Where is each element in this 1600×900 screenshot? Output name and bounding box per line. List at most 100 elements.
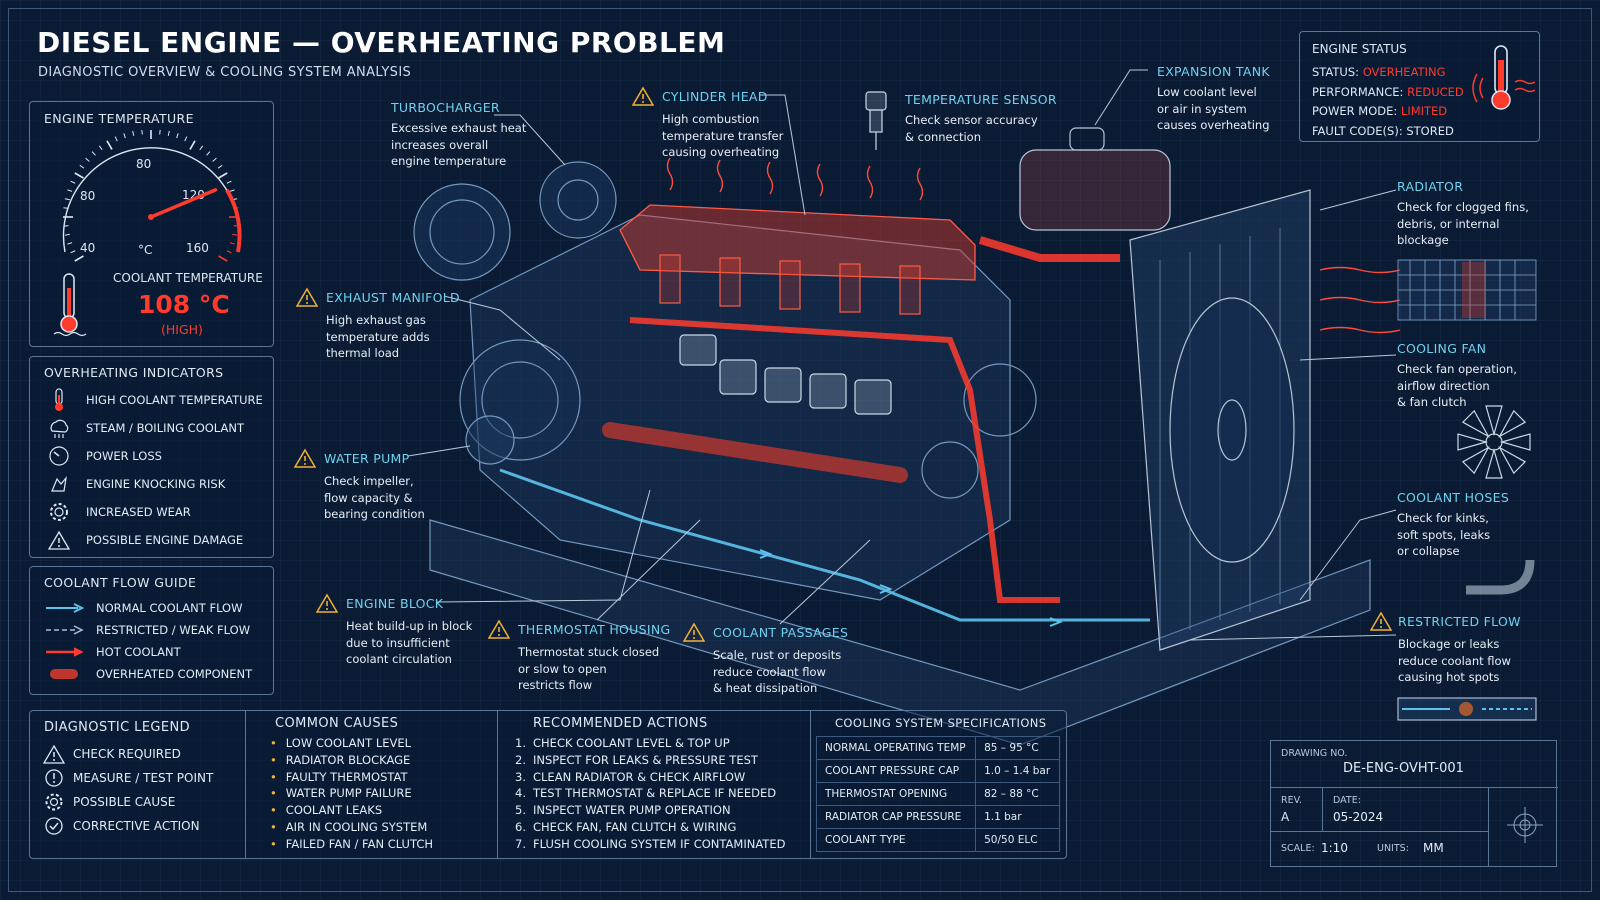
normal-flow-arrow-icon [46, 603, 84, 613]
callout-title: TEMPERATURE SENSOR [905, 92, 1057, 107]
indicator-item: ENGINE KNOCKING RISK [30, 470, 273, 498]
date-label: DATE: [1333, 795, 1361, 806]
gauge-tick [132, 130, 135, 136]
gauge-tick [184, 136, 188, 142]
gauge-tick [123, 133, 126, 139]
gauge-tick [74, 172, 84, 179]
cause-item: WATER PUMP FAILURE [270, 786, 433, 803]
callout-title: COOLANT HOSES [1397, 490, 1510, 505]
gauge-icon [44, 445, 74, 467]
gauge-needle [149, 188, 218, 219]
date-value: 05-2024 [1333, 810, 1384, 824]
gear-icon [44, 501, 74, 523]
gauge-tick [232, 233, 238, 236]
warning-icon [632, 86, 654, 106]
warning-icon [44, 529, 74, 551]
common-causes-title: COMMON CAUSES [275, 716, 399, 731]
action-item: 2.INSPECT FOR LEAKS & PRESSURE TEST [515, 752, 758, 767]
callout-title: WATER PUMP [324, 450, 410, 466]
callout-coolant-passages: COOLANT PASSAGES Scale, rust or deposits… [683, 622, 848, 697]
gauge-red-zone [225, 188, 242, 253]
callout-title: CYLINDER HEAD [662, 88, 768, 104]
cause-item: COOLANT LEAKS [270, 803, 433, 820]
warning-icon [316, 593, 338, 613]
status-row: FAULT CODE(S): STORED [1312, 123, 1454, 138]
callout-coolant-hoses: COOLANT HOSES Check for kinks,soft spots… [1397, 490, 1509, 560]
gear-icon [45, 793, 63, 811]
check-circle-icon [45, 817, 63, 835]
overheated-component-swatch-icon [50, 669, 78, 679]
indicator-label: INCREASED WEAR [86, 505, 191, 519]
callout-cooling-fan: COOLING FAN Check fan operation,airflow … [1397, 341, 1517, 411]
scale-value: 1:10 [1321, 841, 1348, 855]
title-block: DRAWING NO. DE-ENG-OVHT-001 REV. A DATE:… [1270, 740, 1558, 867]
gauge-tick [226, 180, 232, 184]
gauge-tick [141, 130, 143, 135]
coolant-temperature-value: 108 °C [138, 290, 230, 319]
page-subtitle: DIAGNOSTIC OVERVIEW & COOLING SYSTEM ANA… [38, 65, 412, 80]
status-value: LIMITED [1400, 104, 1448, 118]
engine-temperature-panel: ENGINE TEMPERATURE 40 80 80 120 160 °C C… [29, 101, 274, 347]
legend-label: CHECK REQUIRED [73, 747, 181, 761]
revision-value: A [1281, 810, 1290, 824]
cause-item: AIR IN COOLING SYSTEM [270, 820, 433, 837]
status-row: STATUS: OVERHEATING [1312, 65, 1446, 79]
indicator-item: POWER LOSS [30, 442, 273, 470]
indicator-item: STEAM / BOILING COOLANT [30, 414, 273, 442]
warning-icon [296, 287, 318, 307]
crosshair-icon [1507, 807, 1543, 843]
callout-title: THERMOSTAT HOUSING [518, 621, 671, 637]
gauge-tick [189, 140, 196, 150]
warning-icon [1370, 611, 1392, 631]
callout-description: Check sensor accuracy& connection [905, 113, 1038, 144]
gauge-tick [70, 180, 76, 184]
gauge-tick [79, 164, 85, 169]
restricted-flow-arrow-icon [46, 625, 84, 635]
units-value: MM [1423, 841, 1444, 855]
hot-coolant-arrow-icon [46, 647, 84, 657]
page-frame [8, 8, 1592, 892]
gauge-tick [217, 164, 223, 169]
legend-label: CORRECTIVE ACTION [73, 819, 200, 833]
gauge-tick [176, 133, 179, 139]
action-item: 6.CHECK FAN, FAN CLUTCH & WIRING [515, 819, 737, 834]
gauge-tick [67, 242, 73, 245]
cause-item: FAILED FAN / FAN CLUTCH [270, 837, 433, 854]
coolant-temperature-state: (HIGH) [161, 322, 203, 337]
gauge-hub [148, 214, 154, 220]
status-value: OVERHEATING [1362, 65, 1446, 79]
steam-icon [44, 417, 74, 439]
gauge-tick [229, 189, 235, 192]
cause-item: RADIATOR BLOCKAGE [270, 753, 433, 770]
indicator-label: ENGINE KNOCKING RISK [86, 477, 226, 491]
engine-status-panel: ENGINE STATUS STATUS: OVERHEATING PERFOR… [1299, 31, 1540, 142]
callout-title: EXHAUST MANIFOLD [326, 289, 460, 305]
indicator-label: POWER LOSS [86, 449, 162, 463]
diagnostic-legend-title: DIAGNOSTIC LEGEND [44, 720, 191, 735]
gauge-tick [218, 172, 228, 179]
action-item: 4.TEST THERMOSTAT & REPLACE IF NEEDED [515, 786, 777, 801]
gauge-tick [229, 242, 235, 245]
specs-title: COOLING SYSTEM SPECIFICATIONS [835, 716, 1047, 730]
engine-status-title: ENGINE STATUS [1312, 42, 1407, 56]
action-item: 3.CLEAN RADIATOR & CHECK AIRFLOW [515, 769, 746, 784]
callout-temperature-sensor: TEMPERATURE SENSOR Check sensor accuracy… [905, 92, 1057, 145]
coolant-flow-guide-panel: COOLANT FLOW GUIDE NORMAL COOLANT FLOW R… [29, 566, 274, 695]
cooling-system-specs: COOLING SYSTEM SPECIFICATIONS NORMAL OPE… [811, 710, 1067, 859]
legend-item: CHECK REQUIRED [29, 742, 213, 766]
gauge-tick [85, 157, 90, 162]
status-row: PERFORMANCE: REDUCED [1312, 84, 1464, 99]
gauge-tick [98, 145, 103, 151]
indicators-title: OVERHEATING INDICATORS [44, 365, 224, 380]
cause-item: FAULTY THERMOSTAT [270, 770, 433, 787]
